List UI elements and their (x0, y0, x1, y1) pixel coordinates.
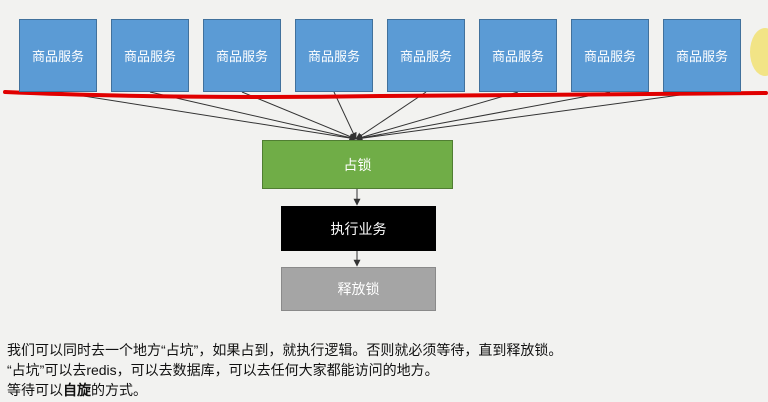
service-box-3: 商品服务 (203, 19, 281, 92)
connector-service-3 (241, 91, 357, 140)
service-box-1: 商品服务 (19, 19, 97, 92)
explanation-text: 我们可以同时去一个地方“占坑”，如果占到，就执行逻辑。否则就必须等待，直到释放锁… (7, 340, 762, 400)
service-box-2: 商品服务 (111, 19, 189, 92)
service-box-8: 商品服务 (663, 19, 741, 92)
connector-service-8 (355, 91, 703, 142)
release-step-box: 释放锁 (281, 267, 436, 311)
note-line-3-emphasis: 自旋 (63, 382, 91, 398)
connector-service-2 (149, 91, 357, 142)
red-annotation-line (3, 90, 768, 99)
connector-service-4 (333, 91, 357, 140)
note-line-3-suffix: 的方式。 (91, 382, 147, 398)
connector-service-7 (355, 91, 611, 142)
connector-service-1 (57, 91, 357, 142)
lock-step-box: 占锁 (262, 140, 453, 189)
connector-service-6 (355, 91, 519, 141)
note-line-3: 等待可以自旋的方式。 (7, 380, 762, 400)
connector-service-5 (355, 91, 427, 140)
note-line-1: 我们可以同时去一个地方“占坑”，如果占到，就执行逻辑。否则就必须等待，直到释放锁… (7, 342, 563, 358)
service-box-7: 商品服务 (571, 19, 649, 92)
service-box-6: 商品服务 (479, 19, 557, 92)
pointer-highlight (750, 28, 768, 76)
service-box-5: 商品服务 (387, 19, 465, 92)
note-line-2: “占坑”可以去redis，可以去数据库，可以去任何大家都能访问的地方。 (7, 362, 439, 378)
note-line-3-prefix: 等待可以 (7, 382, 63, 398)
execute-step-box: 执行业务 (281, 206, 436, 251)
service-box-4: 商品服务 (295, 19, 373, 92)
